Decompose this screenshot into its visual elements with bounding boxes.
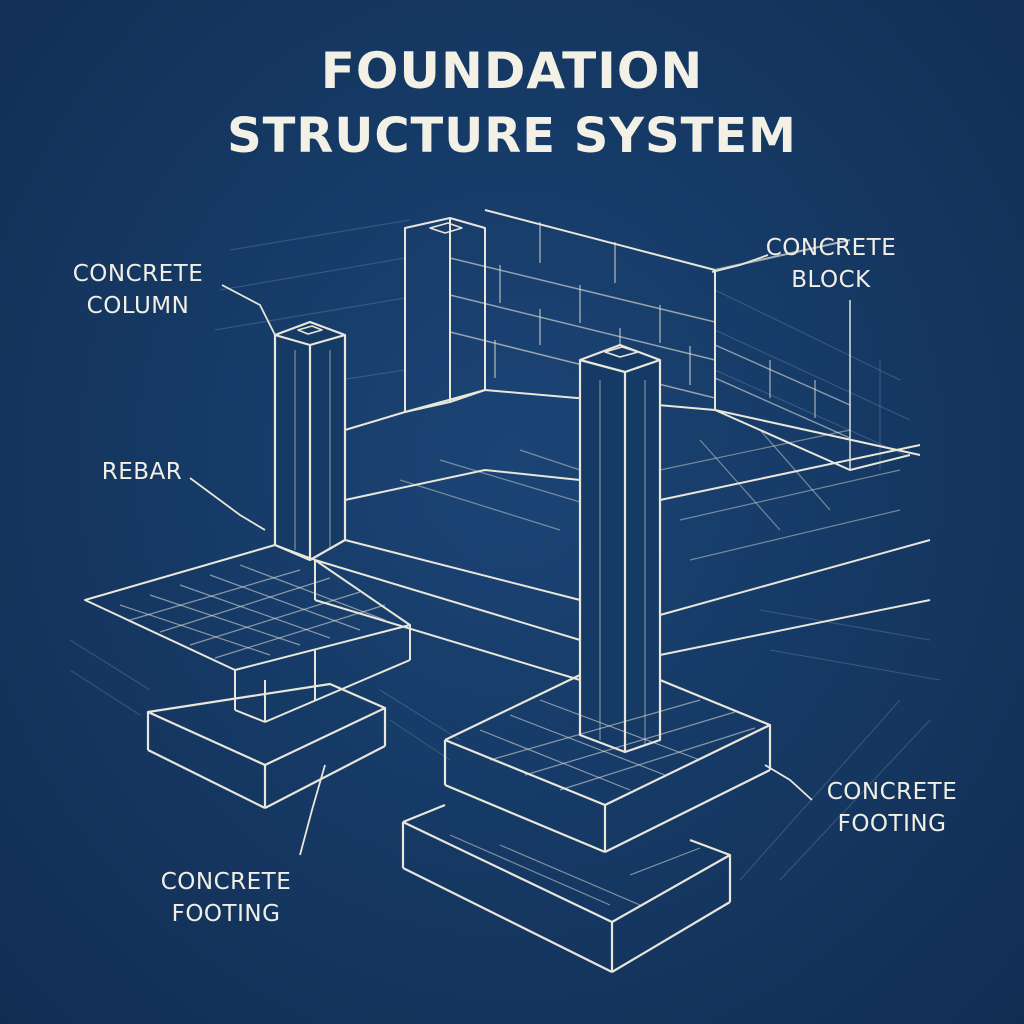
leader-concrete-column xyxy=(221,284,276,336)
leader-footing-right xyxy=(764,764,813,801)
label-concrete-column-line-1: CONCRETE xyxy=(72,261,204,287)
label-concrete-column: CONCRETE COLUMN xyxy=(58,258,218,322)
leader-lines xyxy=(189,254,813,856)
diagram-title-line-2: STRUCTURE SYSTEM xyxy=(227,108,797,164)
label-footing-right-line-2: FOOTING xyxy=(837,811,947,837)
label-rebar-line-1: REBAR xyxy=(101,459,183,485)
label-concrete-block-line-2: BLOCK xyxy=(791,267,871,293)
label-concrete-column-line-2: COLUMN xyxy=(86,293,190,319)
label-concrete-footing-right: CONCRETE FOOTING xyxy=(806,776,978,840)
right-upper-footing xyxy=(443,674,772,854)
label-rebar: REBAR xyxy=(80,456,204,488)
leader-footing-left xyxy=(299,764,326,856)
right-lower-footing xyxy=(401,803,732,973)
leader-concrete-block xyxy=(711,254,769,273)
label-concrete-block: CONCRETE BLOCK xyxy=(756,232,906,296)
floor-slab xyxy=(314,389,931,681)
label-footing-left-line-1: CONCRETE xyxy=(160,869,292,895)
left-lower-footing xyxy=(146,682,387,809)
left-concrete-column xyxy=(273,320,347,562)
label-footing-left-line-2: FOOTING xyxy=(171,901,281,927)
leader-rebar xyxy=(189,477,266,531)
label-footing-right-line-1: CONCRETE xyxy=(826,779,958,805)
left-footing-slab xyxy=(84,544,411,723)
right-concrete-column xyxy=(578,343,662,754)
label-concrete-footing-left: CONCRETE FOOTING xyxy=(140,866,312,930)
diagram-title-line-1: FOUNDATION xyxy=(320,42,704,100)
label-concrete-block-line-1: CONCRETE xyxy=(765,235,897,261)
